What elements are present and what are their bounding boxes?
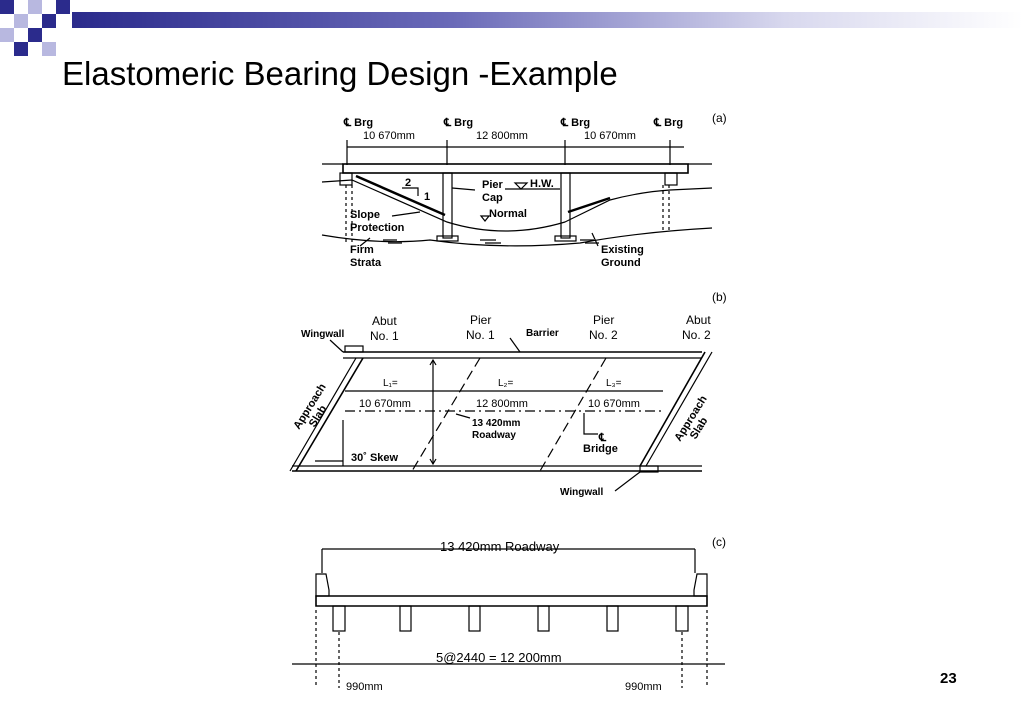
page-number: 23 xyxy=(940,670,957,687)
figure-b-plan xyxy=(289,337,713,492)
pier2-line-2: No. 2 xyxy=(589,328,618,342)
span-b-3: 10 670mm xyxy=(588,398,640,410)
pier-cap-line-1: Pier xyxy=(482,179,504,191)
existing-ground-2: Ground xyxy=(601,257,641,269)
span-a-3: 10 670mm xyxy=(584,130,636,142)
normal-label: Normal xyxy=(489,208,527,220)
hw-label: H.W. xyxy=(530,178,554,190)
slope-ratio-2: 2 xyxy=(405,177,411,189)
span-label-l1: L₁= xyxy=(383,378,398,389)
brg-label-4: ℄ Brg xyxy=(653,117,683,129)
pier-cap-line-2: Cap xyxy=(482,192,503,204)
slope-protection-1: Slope xyxy=(350,209,380,221)
roadway-b-2: Roadway xyxy=(472,430,516,441)
abut1-line-1: Abut xyxy=(372,314,397,328)
skew-label: 30˚ Skew xyxy=(351,452,399,464)
brg-label-2: ℄ Brg xyxy=(443,117,473,129)
panel-c-label: (c) xyxy=(712,535,726,549)
pier2-line-1: Pier xyxy=(593,313,614,327)
slide-title: Elastomeric Bearing Design -Example xyxy=(62,55,618,92)
header-bar xyxy=(72,12,1023,28)
firm-strata-2: Strata xyxy=(350,257,382,269)
abut2-line-1: Abut xyxy=(686,313,711,327)
barrier-label: Barrier xyxy=(526,328,559,339)
pier1-line-1: Pier xyxy=(470,313,491,327)
overhang-right: 990mm xyxy=(625,681,662,693)
span-label-l3: L₃= xyxy=(606,378,622,389)
panel-b-label: (b) xyxy=(712,290,727,304)
wingwall-bottom: Wingwall xyxy=(560,487,603,498)
existing-ground-1: Existing xyxy=(601,244,644,256)
abut2-line-2: No. 2 xyxy=(682,328,711,342)
overhang-left: 990mm xyxy=(346,681,383,693)
span-a-2: 12 800mm xyxy=(476,130,528,142)
span-a-1: 10 670mm xyxy=(363,130,415,142)
bridge-cl-label: Bridge xyxy=(583,443,618,455)
bridge-cl-symbol: ℄ xyxy=(598,432,607,444)
span-label-l2: L₂= xyxy=(498,378,513,389)
slope-protection-2: Protection xyxy=(350,222,405,234)
span-b-2: 12 800mm xyxy=(476,398,528,410)
girder-spacing: 5@2440 = 12 200mm xyxy=(436,650,562,665)
firm-strata-1: Firm xyxy=(350,244,374,256)
brg-label-3: ℄ Brg xyxy=(560,117,590,129)
span-b-1: 10 670mm xyxy=(359,398,411,410)
slope-ratio-1: 1 xyxy=(424,191,430,203)
brg-label-1: ℄ Brg xyxy=(343,117,373,129)
figure-c-section xyxy=(292,548,725,688)
roadway-b-1: 13 420mm xyxy=(472,418,520,429)
roadway-c: 13 420mm Roadway xyxy=(440,539,560,554)
panel-a-label: (a) xyxy=(712,111,727,125)
pier1-line-2: No. 1 xyxy=(466,328,495,342)
figure-a-elevation xyxy=(321,140,713,247)
wingwall-top: Wingwall xyxy=(301,329,344,340)
abut1-line-2: No. 1 xyxy=(370,329,399,343)
